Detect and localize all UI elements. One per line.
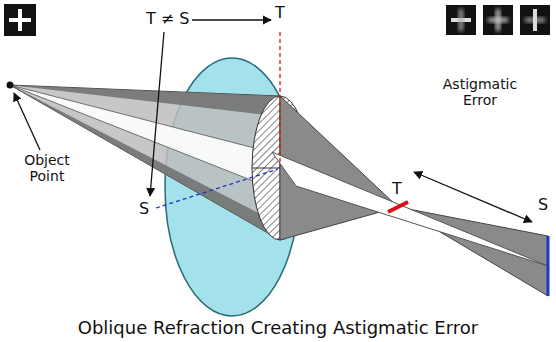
sagittal-focus-label: S <box>538 196 548 214</box>
sagittal-label: S <box>139 200 149 218</box>
blurred-cross-icon <box>520 5 550 35</box>
tangential-plane-line <box>279 32 280 166</box>
ray-cone <box>10 85 280 240</box>
tangential-label: T <box>275 4 285 22</box>
tangential-focus <box>388 202 408 212</box>
sagittal-plane-line <box>156 169 278 208</box>
sagittal-cone <box>10 85 266 186</box>
plane-inequality-label: T ≠ S <box>146 10 190 28</box>
blurred-cross-icon <box>483 5 513 35</box>
sharp-cross-icon <box>4 4 36 36</box>
dimension-arrow <box>414 172 532 222</box>
ray-cone <box>10 85 280 240</box>
sagittal-fan <box>272 152 548 266</box>
object-point-label: Object Point <box>14 152 80 184</box>
leader-arrow <box>150 32 164 196</box>
figure-caption: Oblique Refraction Creating Astigmatic E… <box>78 318 478 339</box>
sagittal-focus <box>547 236 550 296</box>
leader-arrow <box>192 19 271 20</box>
astigmatic-error-label: Astigmatic Error <box>428 76 532 108</box>
tangential-focus-label: T <box>392 180 402 198</box>
blurred-cross-icon <box>446 5 476 35</box>
leader-arrow <box>14 93 40 150</box>
object-point <box>7 82 14 89</box>
